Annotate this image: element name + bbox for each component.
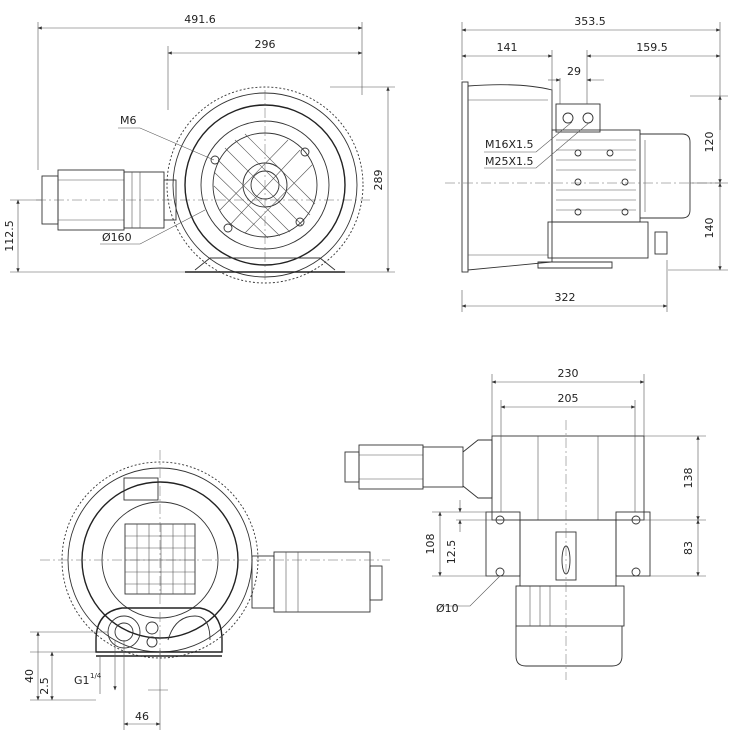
label-rear-port-thread-fraction: 1/4	[90, 672, 102, 680]
label-side-thread-1: M16X1.5	[485, 138, 534, 151]
label-rear-dim-2-5: 2.5	[38, 677, 51, 695]
front-view	[10, 22, 395, 284]
label-top-height-108: 108	[424, 534, 437, 555]
top-view	[344, 374, 706, 680]
label-rear-dim-46: 46	[135, 710, 149, 723]
label-top-height-upper: 138	[682, 468, 695, 489]
label-top-height-lower: 83	[682, 541, 695, 555]
rear-view	[30, 450, 390, 730]
label-top-width-outer: 230	[558, 367, 579, 380]
label-front-width-body: 296	[255, 38, 276, 51]
label-side-left-offset: 141	[497, 41, 518, 54]
label-front-diameter: Ø160	[102, 231, 132, 244]
label-side-width-total: 353.5	[574, 15, 606, 28]
label-side-lower-height: 140	[703, 218, 716, 239]
label-side-thread-2: M25X1.5	[485, 155, 534, 168]
front-blower-housing	[166, 86, 364, 284]
label-front-height: 289	[372, 170, 385, 191]
label-side-base-width: 322	[555, 291, 576, 304]
side-dimensions	[461, 22, 728, 312]
top-dimensions	[432, 374, 706, 607]
label-rear-port-thread: G1	[74, 674, 90, 687]
label-front-width-total: 491.6	[184, 13, 216, 26]
rear-dimensions	[30, 631, 168, 730]
label-side-right-offset: 159.5	[636, 41, 668, 54]
label-rear-dim-40: 40	[23, 669, 36, 683]
label-front-shaft-height: 112.5	[3, 220, 16, 252]
label-side-gland-spacing: 29	[567, 65, 581, 78]
label-top-width-inner: 205	[558, 392, 579, 405]
label-side-upper-height: 120	[703, 132, 716, 153]
label-front-thread: M6	[120, 114, 137, 127]
dimension-labels: 491.6 296 289 112.5 M6 Ø160 353.5 141 15…	[3, 13, 716, 723]
side-view	[445, 22, 728, 312]
front-dimensions	[10, 22, 395, 273]
label-top-hole-diameter: Ø10	[436, 602, 459, 615]
label-top-height-12-5: 12.5	[445, 540, 458, 565]
